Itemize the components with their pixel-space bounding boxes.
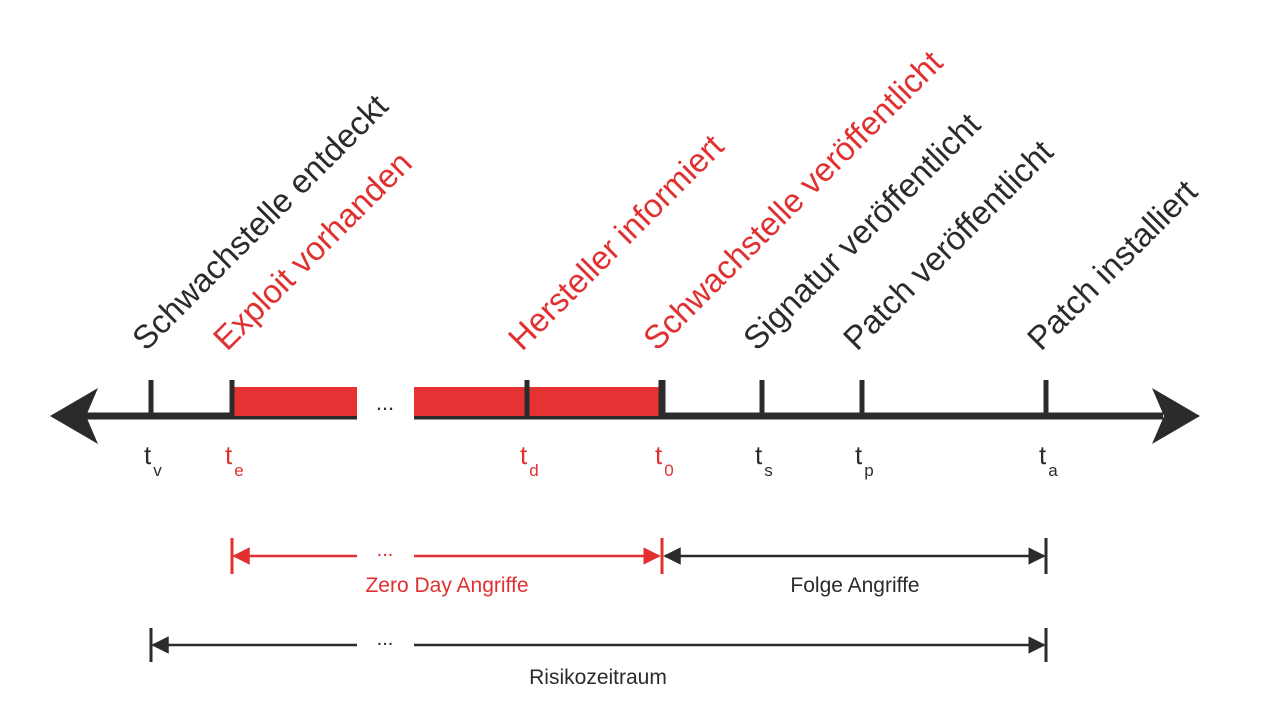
follow-span-label: Folge Angriffe: [790, 574, 919, 597]
time-symbol-subscript: s: [764, 461, 773, 480]
axis-gap-ellipsis: ...: [376, 390, 394, 415]
risk-period-span: ... Risikozeitraum: [149, 628, 1048, 689]
time-symbol-base: t: [225, 440, 233, 470]
time-symbol-base: t: [855, 440, 863, 470]
event-label-ta: Patch installiert: [1020, 173, 1204, 357]
event-ticks: [148, 380, 1049, 418]
time-symbol-subscript: d: [529, 461, 538, 480]
time-symbol-base: t: [1039, 440, 1047, 470]
time-symbol-base: t: [655, 440, 663, 470]
time-symbol-base: t: [755, 440, 763, 470]
exposure-bars: ...: [233, 387, 661, 416]
time-symbol-td: td: [520, 440, 539, 480]
axis-arrowhead-right: [1152, 388, 1200, 444]
time-symbol-base: t: [144, 440, 152, 470]
time-symbol-subscript: a: [1048, 461, 1058, 480]
time-symbol-subscript: p: [864, 461, 873, 480]
risk-span-ellipsis: ...: [377, 628, 394, 650]
zero-day-span-ellipsis: ...: [377, 539, 394, 561]
time-symbol-tp: tp: [855, 440, 874, 480]
follow-attacks-span: Folge Angriffe: [663, 538, 1048, 597]
time-symbol-te: te: [225, 440, 244, 480]
zero-day-span-label: Zero Day Angriffe: [365, 574, 528, 597]
time-symbol-subscript: e: [234, 461, 243, 480]
time-symbol-t0: t0: [655, 440, 674, 480]
time-symbol-tv: tv: [144, 440, 162, 480]
time-symbol-ta: ta: [1039, 440, 1058, 480]
time-symbol-base: t: [520, 440, 528, 470]
time-symbol-subscript: 0: [664, 461, 673, 480]
exposure-bar-left: [233, 387, 357, 416]
time-symbol-ts: ts: [755, 440, 773, 480]
axis-arrowhead-left: [50, 388, 98, 444]
zero-day-span: ... Zero Day Angriffe: [230, 538, 664, 597]
risk-span-label: Risikozeitraum: [529, 666, 667, 689]
time-symbol-subscript: v: [153, 461, 162, 480]
exposure-bar-right: [414, 387, 661, 416]
